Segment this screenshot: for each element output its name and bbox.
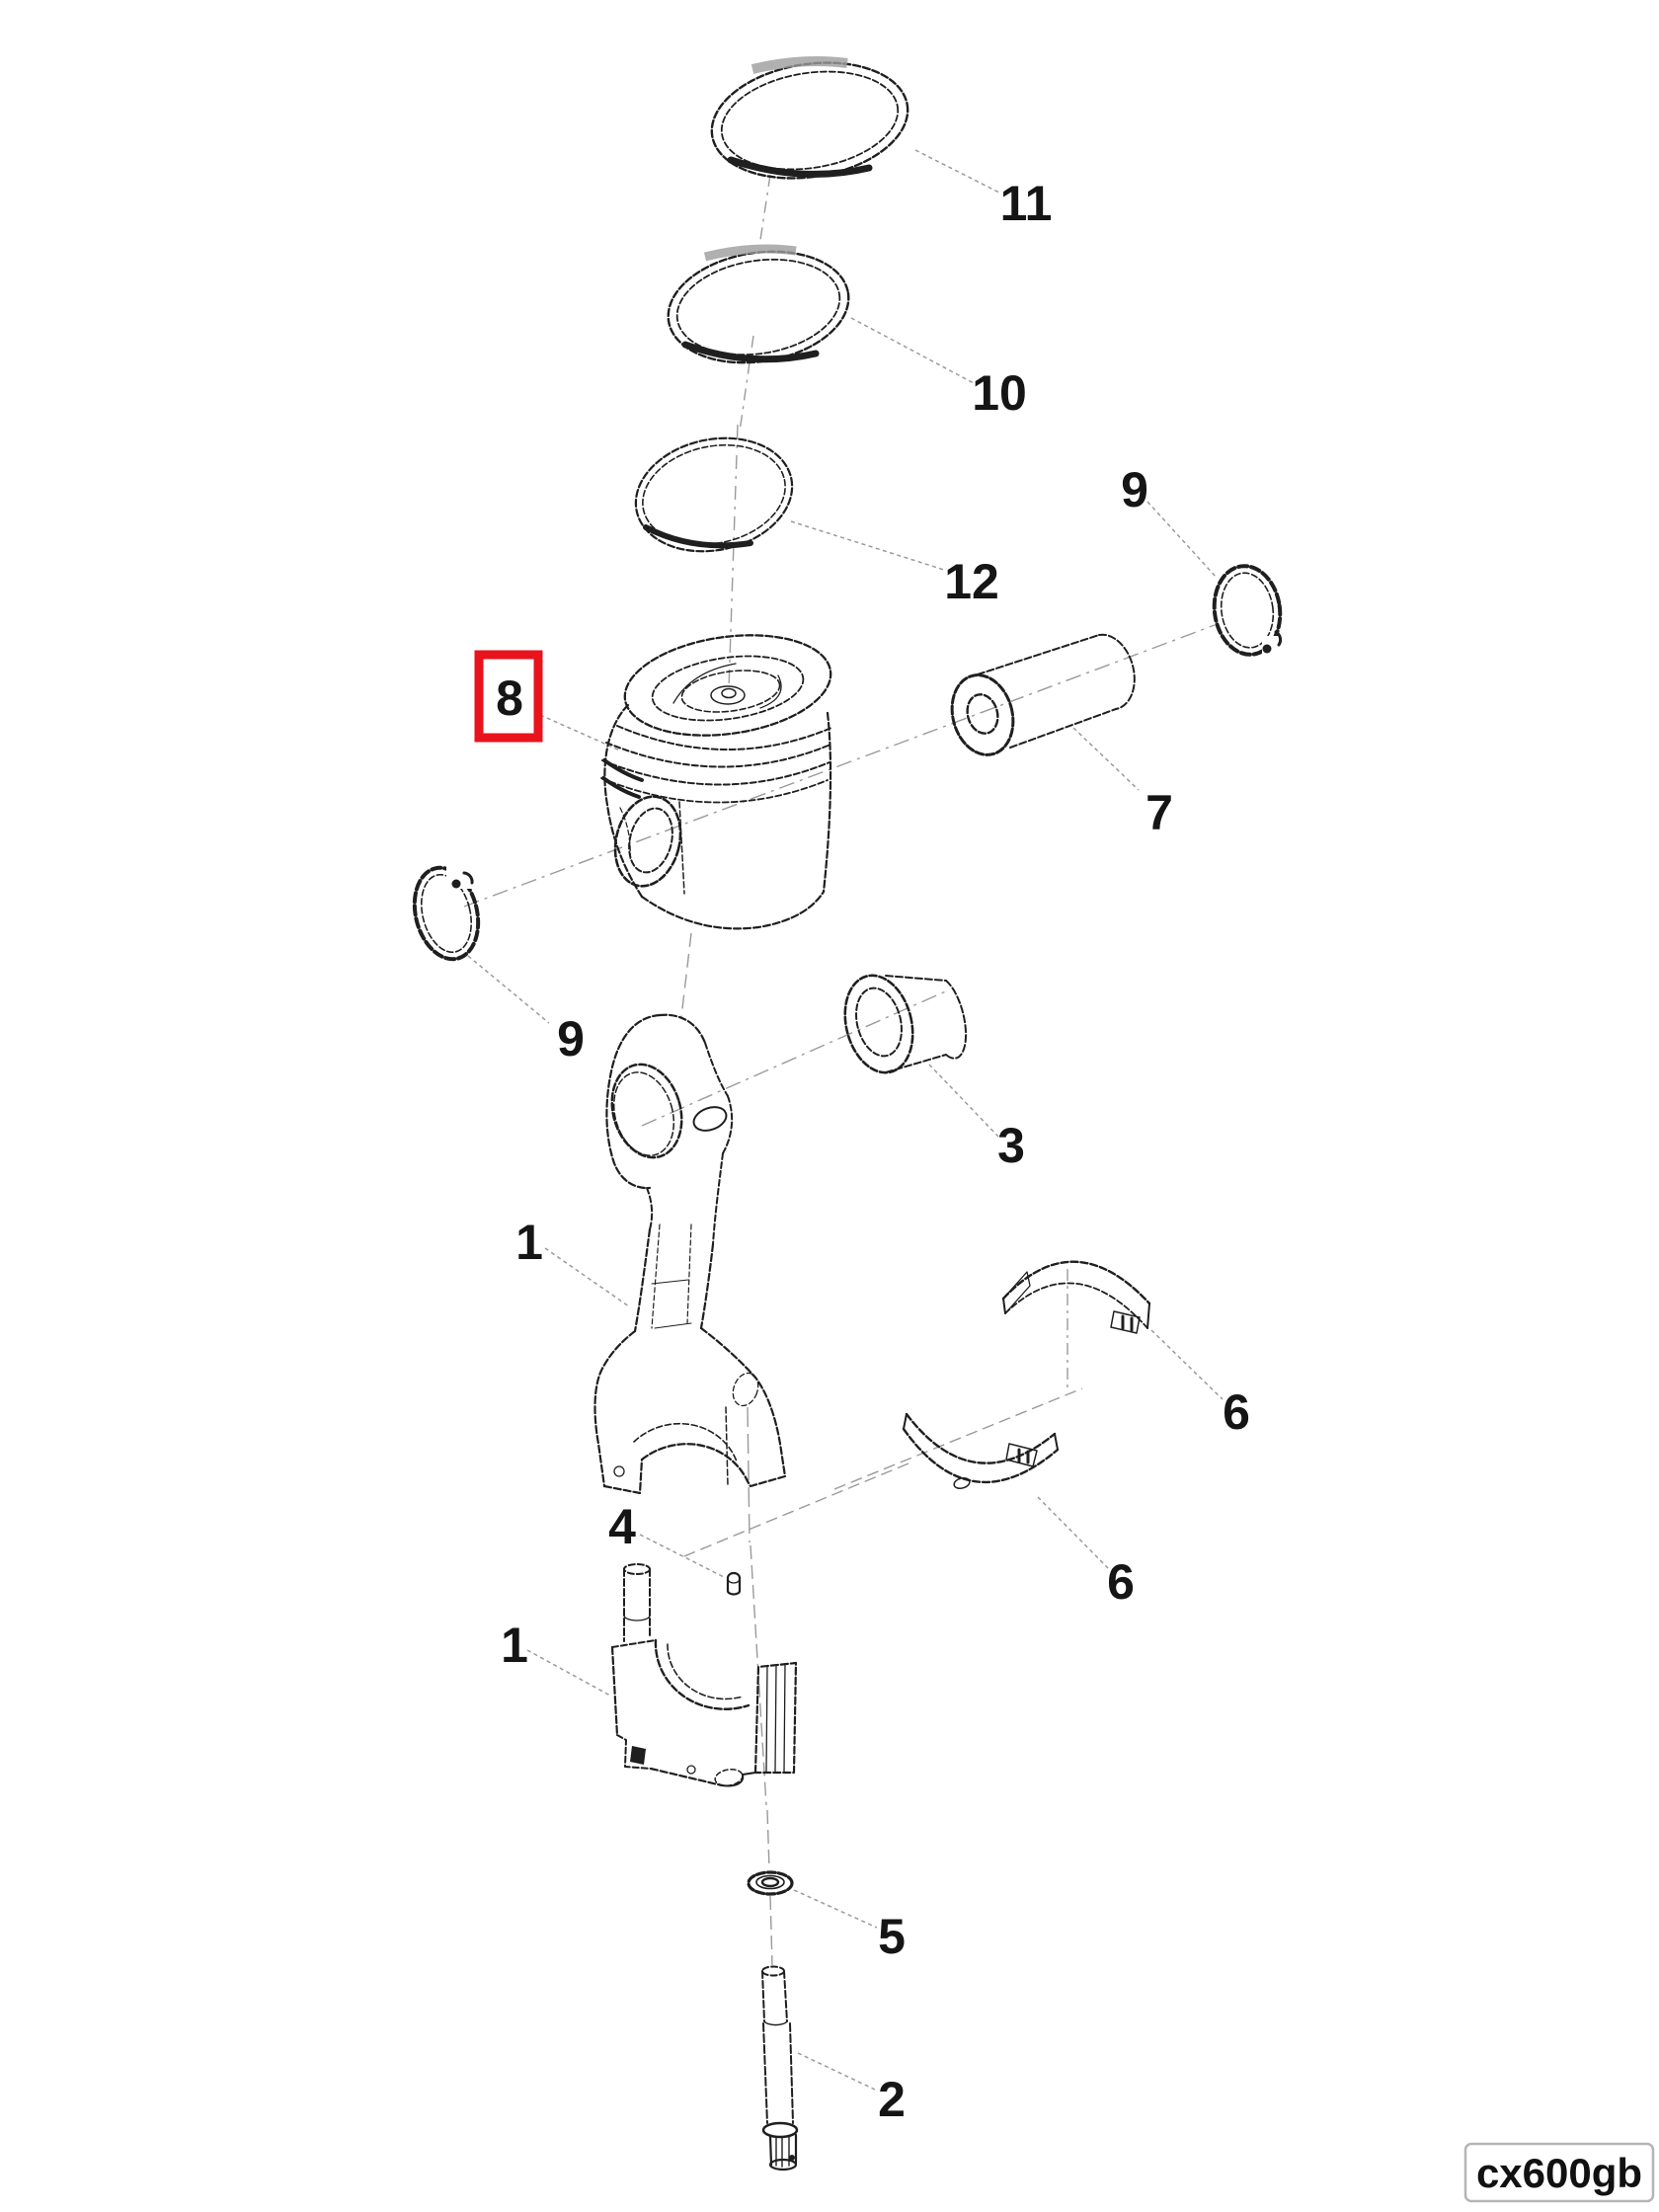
callout-8[interactable]: 8 xyxy=(496,671,523,726)
pin-axis-line xyxy=(463,624,1216,908)
leader-7 xyxy=(1072,727,1140,791)
callout-9-right[interactable]: 9 xyxy=(1121,462,1148,517)
callout-6-upper[interactable]: 6 xyxy=(1223,1384,1250,1440)
leader-lines xyxy=(467,149,1224,2091)
leader-9-left xyxy=(467,955,550,1024)
part-bearing-shell-lower xyxy=(902,1412,1060,1490)
part-piston xyxy=(600,634,832,930)
leader-4 xyxy=(639,1534,725,1578)
callout-9-left[interactable]: 9 xyxy=(557,1011,585,1066)
highlight-box xyxy=(474,650,543,743)
callout-labels: 11 10 12 9 7 8 9 3 1 6 6 4 1 5 2 xyxy=(474,176,1250,2127)
callout-11[interactable]: 11 xyxy=(1000,176,1053,231)
drawing-code-border xyxy=(1463,2142,1655,2203)
leader-2 xyxy=(797,2052,876,2091)
part-piston-pin xyxy=(950,633,1136,756)
callout-12[interactable]: 12 xyxy=(944,554,999,609)
callout-5[interactable]: 5 xyxy=(878,1909,906,1964)
callout-1-rod[interactable]: 1 xyxy=(515,1215,543,1270)
leader-3 xyxy=(928,1064,999,1138)
drawing-code-box: cx600gb xyxy=(1463,2142,1655,2203)
part-rod-bolt xyxy=(761,1965,799,2172)
callout-10[interactable]: 10 xyxy=(972,365,1027,421)
leader-11 xyxy=(914,149,1002,195)
leader-6-lower xyxy=(1037,1496,1109,1569)
part-circlip-left xyxy=(412,863,481,962)
part-bearing-shell-upper xyxy=(1001,1260,1151,1334)
part-piston-ring-top xyxy=(710,56,909,180)
part-piston-ring-oil xyxy=(634,436,794,553)
leader-6-upper xyxy=(1150,1329,1224,1400)
callout-6-lower[interactable]: 6 xyxy=(1107,1554,1135,1610)
centerlines xyxy=(463,174,1216,1966)
leader-10 xyxy=(850,317,975,384)
leader-1-rod xyxy=(544,1247,630,1307)
part-connecting-rod xyxy=(593,1013,787,1495)
leader-5 xyxy=(793,1889,878,1929)
callout-1-cap[interactable]: 1 xyxy=(501,1618,528,1673)
callout-4[interactable]: 4 xyxy=(608,1499,636,1554)
bushing-axis-line xyxy=(641,988,951,1127)
part-dowel-pin xyxy=(726,1571,742,1596)
drawing-code-text: cx600gb xyxy=(1476,2150,1642,2196)
callout-7[interactable]: 7 xyxy=(1146,785,1173,840)
callout-3[interactable]: 3 xyxy=(997,1118,1025,1173)
leader-9-right xyxy=(1146,501,1218,579)
part-piston-ring-middle xyxy=(667,244,850,364)
leader-12 xyxy=(790,520,945,571)
part-washer xyxy=(747,1870,794,1896)
part-circlip-right xyxy=(1212,564,1292,664)
leader-1-cap xyxy=(526,1649,611,1697)
callout-2[interactable]: 2 xyxy=(878,2072,906,2127)
part-rod-cap xyxy=(610,1563,798,1787)
part-small-end-bushing xyxy=(843,974,968,1074)
